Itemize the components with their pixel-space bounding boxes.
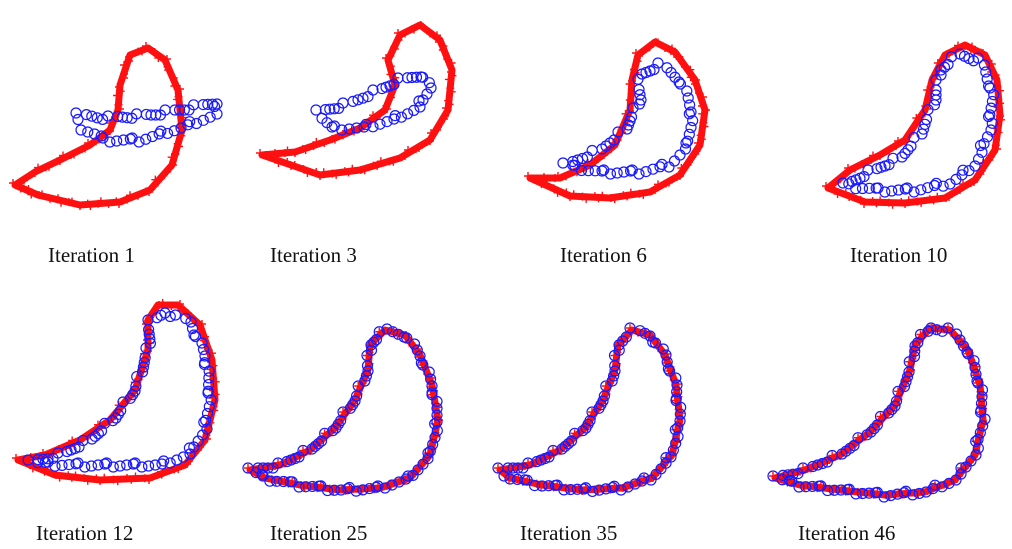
caption-iteration-12: Iteration 12	[36, 521, 133, 545]
target-shape-4	[822, 42, 1005, 209]
moving-point-marker	[169, 126, 179, 136]
moving-point-marker	[389, 114, 399, 124]
moving-shape-5	[23, 308, 216, 472]
moving-point-marker	[73, 115, 83, 125]
moving-point-marker	[916, 185, 926, 195]
moving-point-marker	[670, 156, 680, 166]
moving-point-marker	[682, 86, 692, 96]
moving-point-marker	[76, 125, 86, 135]
target-contour	[530, 42, 705, 198]
moving-point-marker	[172, 455, 182, 465]
moving-point-marker	[83, 127, 93, 137]
moving-point-marker	[587, 146, 597, 156]
moving-point-marker	[648, 164, 658, 174]
caption-iteration-46: Iteration 46	[798, 521, 895, 545]
moving-point-marker	[141, 134, 151, 144]
moving-point-marker	[147, 132, 157, 142]
moving-point-marker	[112, 136, 122, 146]
target-shape-2	[256, 21, 456, 180]
moving-point-marker	[382, 117, 392, 127]
moving-point-marker	[558, 158, 568, 168]
moving-point-marker	[71, 108, 81, 118]
moving-shape-2	[311, 72, 436, 135]
moving-point-marker	[178, 452, 188, 462]
moving-shape-8	[768, 323, 990, 502]
caption-iteration-10: Iteration 10	[850, 243, 947, 267]
moving-point-marker	[641, 167, 651, 177]
moving-point-marker	[887, 186, 897, 196]
moving-point-marker	[683, 93, 693, 103]
moving-point-marker	[375, 119, 385, 129]
moving-point-marker	[368, 85, 378, 95]
moving-point-marker	[409, 105, 419, 115]
caption-iteration-25: Iteration 25	[270, 521, 367, 545]
moving-point-marker	[976, 141, 986, 151]
moving-point-marker	[396, 112, 406, 122]
caption-iteration-3: Iteration 3	[270, 243, 357, 267]
moving-point-marker	[657, 159, 667, 169]
target-contour	[15, 48, 182, 205]
moving-point-marker	[403, 109, 413, 119]
caption-iteration-35: Iteration 35	[520, 521, 617, 545]
moving-point-marker	[686, 123, 696, 133]
moving-point-marker	[923, 183, 933, 193]
caption-iteration-6: Iteration 6	[560, 243, 647, 267]
caption-iteration-1: Iteration 1	[48, 243, 135, 267]
moving-point-marker	[675, 150, 685, 160]
